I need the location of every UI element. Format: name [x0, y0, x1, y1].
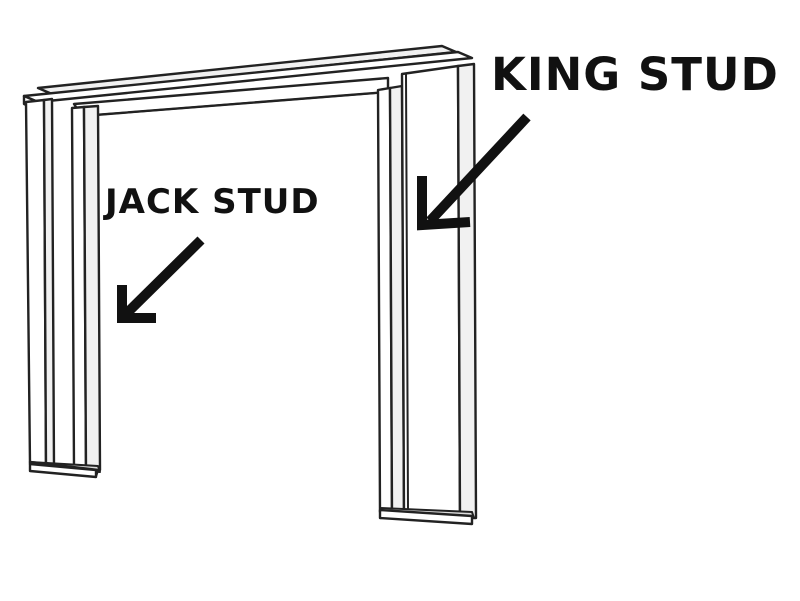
left-king-stud: [24, 97, 56, 469]
jack-stud-label: JACK STUD: [105, 182, 320, 222]
right-king-stud: [400, 62, 478, 520]
right-jack-stud: [376, 84, 406, 516]
left-bottom-plate: [28, 460, 101, 479]
arrow-down-left-icon: [417, 113, 531, 231]
left-jack-stud: [70, 104, 102, 472]
right-bottom-plate: [378, 507, 475, 526]
king-stud-label: KING STUD: [491, 48, 779, 101]
arrow-down-left-icon: [117, 236, 205, 323]
